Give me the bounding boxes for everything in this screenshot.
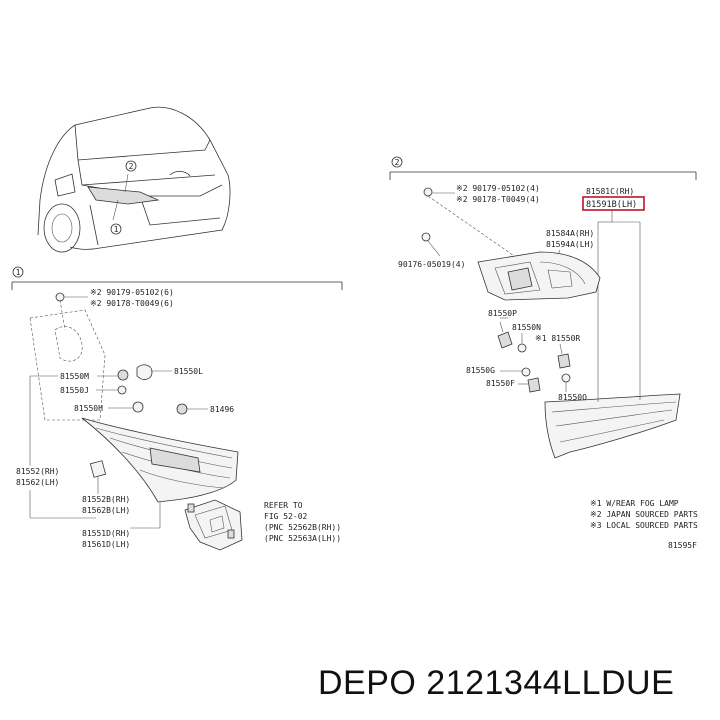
section-1-marker [12, 266, 24, 278]
left-screw-a: ※2 90179-05102(6) [90, 288, 174, 297]
socket-81550R-icon [557, 353, 571, 369]
highlight-box [582, 196, 645, 211]
right-screw-b: ※2 90178-T0049(4) [456, 195, 540, 204]
screw-icon [421, 232, 431, 242]
legend-3: ※3 LOCAL SOURCED PARTS [590, 521, 698, 530]
part-code-caption: DEPO 2121344LLDUE [318, 664, 675, 702]
socket-81550F-icon [527, 377, 541, 393]
section-2-number: 2 [395, 158, 400, 167]
right-p81591B: 81591B(LH) [586, 200, 637, 210]
legend-1: ※1 W/REAR FOG LAMP [590, 499, 679, 508]
right-p81550Q: 81550Q [558, 393, 587, 402]
bulb-81550N-icon [517, 343, 527, 353]
screw-icon [55, 292, 65, 302]
figure-code: 81595F [668, 541, 697, 550]
car-rear-wheel [43, 203, 81, 253]
callout-1-label: 1 [114, 225, 119, 234]
left-p81550L: 81550L [174, 367, 203, 376]
section-2-inner-lamp: 2 ※2 90179-05102(4) ※2 90178-T0049(4) 90… [389, 156, 698, 550]
bulb-81550G-icon [521, 367, 531, 377]
left-screw-b: ※2 90178-T0049(6) [90, 299, 174, 308]
section-1-number: 1 [16, 268, 21, 277]
right-p81581C: 81581C(RH) [586, 187, 634, 196]
legend-2: ※2 JAPAN SOURCED PARTS [590, 510, 698, 519]
section-2-marker [391, 156, 403, 168]
socket-81550M-icon [117, 369, 129, 381]
callout-circle-1 [110, 223, 122, 235]
right-p81594A: 81594A(LH) [546, 240, 594, 249]
inner-tail-lamp-lens [544, 393, 681, 459]
right-screw-c: 90176-05019(4) [398, 260, 465, 269]
car-tail-lamp-outer [87, 186, 160, 205]
left-refer-1: REFER TO [264, 501, 303, 510]
left-refer-4: (PNC 52563A(LH)) [264, 534, 341, 543]
bulb-81550Q-icon [561, 373, 571, 383]
right-p81550N: 81550N [512, 323, 541, 332]
right-p81550F: 81550F [486, 379, 515, 388]
socket-81550P-icon [497, 331, 513, 349]
car-rear-illustration: 2 1 [37, 106, 231, 253]
right-p81550P: 81550P [488, 309, 517, 318]
left-p81550H: 81550H [74, 404, 103, 413]
callout-2-label: 2 [129, 162, 134, 171]
left-p81552B: 81552B(RH) [82, 495, 130, 504]
bulb-81550L-icon [136, 364, 153, 380]
left-p81550J: 81550J [60, 386, 89, 395]
callout-circle-2 [125, 160, 137, 172]
left-refer-2: FIG 52-02 [264, 512, 308, 521]
bracket-illustration [184, 499, 243, 551]
reflector-icon [89, 460, 107, 478]
left-p81550M: 81550M [60, 372, 89, 381]
left-p81562B: 81562B(LH) [82, 506, 130, 515]
section-1-outer-lamp: 1 ※2 90179-05102(6) ※2 90178-T0049(6) 81… [11, 266, 343, 551]
right-p81550G: 81550G [466, 366, 495, 375]
right-p81584A: 81584A(RH) [546, 229, 594, 238]
grommet-81496-icon [176, 403, 188, 415]
left-p81551D: 81551D(RH) [82, 529, 130, 538]
left-p81561D: 81561D(LH) [82, 540, 130, 549]
bulb-81550J-icon [117, 385, 127, 395]
left-refer-3: (PNC 52562B(RH)) [264, 523, 341, 532]
left-p81562: 81562(LH) [16, 478, 59, 487]
left-p81552: 81552(RH) [16, 467, 59, 476]
screw-icon [423, 187, 433, 197]
right-p81550R: ※1 81550R [535, 334, 580, 343]
socket-81550H-icon [132, 401, 144, 413]
inner-lamp-back-cover [477, 251, 601, 301]
left-p81496: 81496 [210, 405, 234, 414]
right-screw-a: ※2 90179-05102(4) [456, 184, 540, 193]
